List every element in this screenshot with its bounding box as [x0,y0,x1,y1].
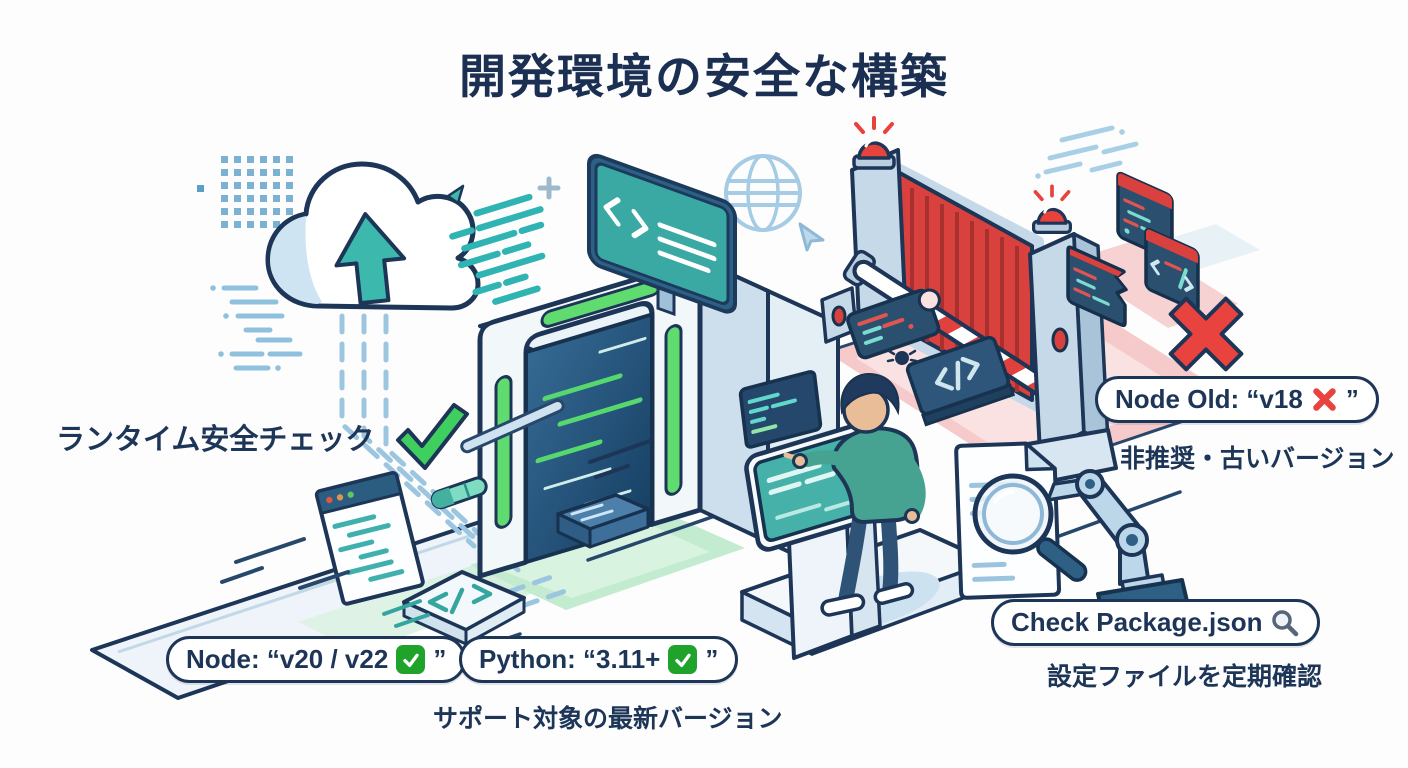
bug-icon [886,349,918,365]
pill-text: Node Old: “v18 [1115,384,1303,414]
beacon-light-icon [852,116,896,170]
check-emoji-icon [668,645,698,674]
node-old-pill: Node Old: “v18 ” [1095,376,1379,423]
code-lines-left-icon [210,285,303,371]
shoe-icon [820,593,866,617]
upload-flow-dashes-icon [339,313,577,609]
plus-icon [537,176,561,200]
shoe-icon [873,582,915,606]
runtime-check-label: ランタイム安全チェック [56,400,472,474]
page-title: 開発環境の安全な構築 [459,50,949,103]
scanner-machine [460,153,840,579]
pill-text: ” [433,644,447,674]
person-operator [783,372,926,617]
code-lines-topright-icon [1035,125,1139,179]
pill-text: ” [1345,384,1359,414]
teal-capsule-icon [430,476,488,510]
check-emoji-icon [396,645,426,674]
person-hair [840,372,900,416]
broken-chip-icon [846,288,941,360]
magnifier-lens-icon [972,473,1088,582]
cross-icon [1168,296,1244,372]
led-bar-icon [494,375,513,529]
rejected-window-icon [1144,227,1200,312]
check-package-pill: Check Package.json [991,599,1321,646]
scanned-module-icon [556,493,650,549]
pixel-dot-grid-icon [197,153,297,229]
broken-window-icon [1066,245,1128,327]
supported-caption: サポート対象の最新バージョン [433,705,783,733]
led-bar-icon [664,324,683,496]
cursor-icon [798,222,825,252]
browser-window-icon [314,471,425,606]
pill-text: Node: “v20 / v22 [186,644,389,674]
blocked-code-chip-icon [905,335,1016,427]
person-arm [899,453,926,519]
runtime-check-text: ランタイム安全チェック [56,424,375,456]
magnifier-icon [1270,608,1300,638]
machine-status-screen-icon [738,370,823,449]
motion-dashes-teal-icon [382,599,430,628]
teal-code-block-icon [449,193,546,305]
node-version-pill: Node: “v20 / v22 ” [166,636,467,683]
scan-lines-icon [535,373,643,464]
person-arm [801,450,857,469]
person-hand [792,453,808,469]
belt-motion-dashes-icon [588,439,652,479]
deprecated-caption: 非推奨・古いバージョン [1120,445,1395,473]
pill-text: ” [705,644,719,674]
code-glyph-icon [934,356,980,391]
person-hand [904,508,920,524]
pill-text: Check Package.json [1011,607,1263,637]
beacon-light-icon [1031,184,1073,235]
code-tile-icon [402,570,526,646]
pill-text: Python: “3.11+ [479,644,661,674]
checkmark-icon [396,403,470,470]
globe-icon [724,154,802,232]
cloud-upload-icon [265,161,481,311]
probe-rod-icon [460,398,565,454]
python-version-pill: Python: “3.11+ ” [459,636,739,683]
cross-emoji-icon [1311,386,1338,413]
scanner-monitor-icon [587,153,737,317]
config-caption: 設定ファイルを定期確認 [1047,663,1323,691]
code-glyph-icon [427,583,493,615]
